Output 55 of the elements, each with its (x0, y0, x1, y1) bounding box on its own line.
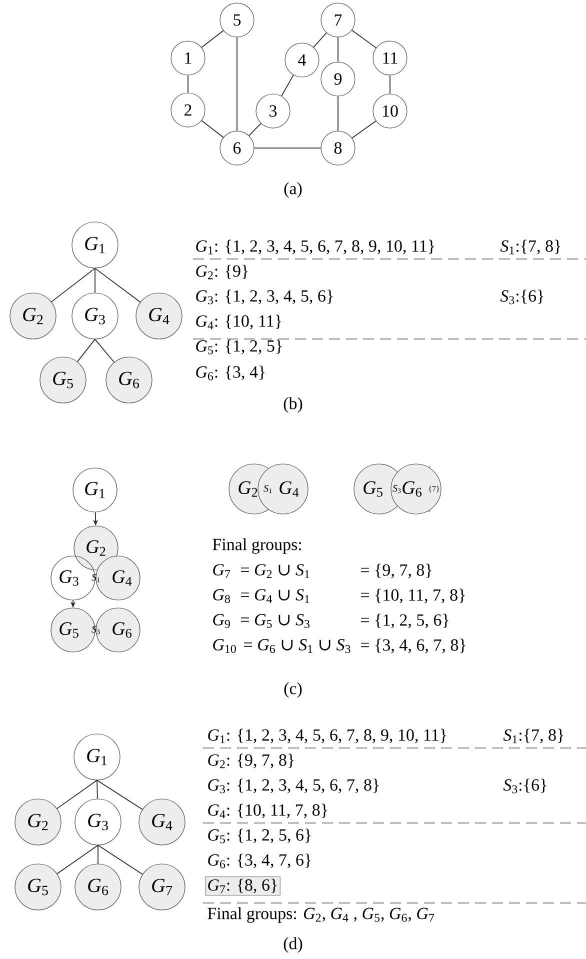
formula-cell: = {1, 2, 5, 6} (361, 614, 448, 628)
set-text: G$_{4}$: {10, 11, 7, 8} (208, 804, 327, 818)
panel-caption: (b) (284, 397, 302, 413)
panel-caption: (a) (284, 182, 302, 198)
overlap-label: S$_{1}$ (264, 484, 272, 494)
connector-line (56, 780, 98, 809)
separator-text: S$_{1}$:{7, 8} (500, 240, 560, 254)
connector-line (76, 338, 96, 362)
connector-line (51, 268, 96, 302)
panel-caption: (c) (284, 682, 302, 698)
connector-line (94, 338, 114, 363)
separator-text: S$_{3}$:{6} (500, 290, 544, 304)
connector-line (352, 120, 376, 138)
connector-line (236, 36, 238, 132)
connector-line (96, 780, 98, 800)
formula-cell: = G$_{6}$ ∪ S$_{1}$ ∪ S$_{3}$ (244, 639, 350, 653)
connector-line (281, 74, 294, 96)
connector-line (201, 30, 224, 48)
formula-cell: = G$_{5}$ ∪ S$_{3}$ (241, 614, 310, 628)
overlap-label: S$_{3}$ (392, 484, 401, 494)
set-text: G$_{6}$: {3, 4, 7, 6} (208, 854, 311, 868)
separator-text: S$_{1}$:{7, 8} (503, 728, 564, 744)
formula-cell: = {10, 11, 7, 8} (361, 588, 465, 604)
formula-cell: G$_{7}$ (213, 564, 230, 578)
connector-line (56, 844, 98, 874)
final-groups-text: Final groups: G$_{2}$, G$_{4}$ , G$_{5}$, G$_{6}$, G$_{7}$ (208, 907, 434, 923)
separator-text: S$_{3}$:{6} (503, 778, 546, 794)
formula-cell: = {3, 4, 6, 7, 8} (361, 638, 466, 654)
set-text: G$_{3}$: {1, 2, 3, 4, 5, 6} (196, 290, 333, 304)
set-text: G$_{6}$: {3, 4} (196, 366, 265, 380)
connector-line (96, 780, 143, 810)
connector-line (313, 32, 327, 48)
connector-line (201, 120, 224, 138)
panel-caption: (d) (284, 937, 302, 953)
set-text: G$_{5}$: {1, 2, 5, 6} (208, 828, 311, 844)
connector-line (94, 268, 96, 294)
set-text: G$_{3}$: {1, 2, 3, 4, 5, 6, 7, 8} (208, 778, 379, 794)
overlap-label: {7} (428, 486, 440, 492)
set-text: G$_{5}$: {1, 2, 5} (196, 340, 282, 354)
connector-line (98, 844, 143, 875)
set-text: G$_{2}$: {9} (196, 264, 248, 280)
connector-line (248, 122, 262, 136)
connector-line (94, 268, 141, 303)
formula-cell: = {9, 7, 8} (361, 564, 432, 578)
formula-cell: G$_{9}$ (213, 614, 230, 628)
formula-cell: G$_{10}$ (213, 639, 236, 653)
formula-cell: = G$_{4}$ ∪ S$_{1}$ (241, 589, 310, 603)
formula-cell: = G$_{2}$ ∪ S$_{1}$ (241, 564, 310, 578)
connector-line (352, 30, 376, 48)
set-text: G$_{2}$: {9, 7, 8} (208, 754, 294, 768)
set-text: G$_{1}$: {1, 2, 3, 4, 5, 6, 7, 8, 9, 10, 11} (208, 728, 446, 744)
formula-cell: G$_{8}$ (213, 589, 230, 603)
heading-text: Final groups: (212, 538, 301, 554)
highlight-box: G$_{7}$: {8, 6} (205, 876, 280, 896)
set-text: G$_{1}$: {1, 2, 3, 4, 5, 6, 7, 8, 9, 10, 11} (196, 240, 434, 254)
